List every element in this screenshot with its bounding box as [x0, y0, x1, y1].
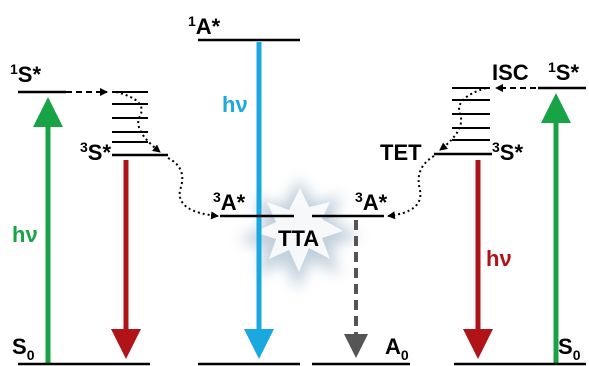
right-phosphorescence-label: hν	[486, 246, 512, 271]
center-emission-label: hν	[222, 92, 248, 117]
center-annihilator: 1A* hν 3A* 3A* TTA A0	[188, 13, 410, 366]
right-ground-label: S0	[558, 334, 581, 363]
right-isc-label: ISC	[492, 60, 529, 85]
right-triplet-label: 3S*	[492, 139, 523, 165]
right-tet-arrow	[387, 155, 435, 220]
right-relax-arrow	[439, 87, 487, 151]
right-sensitizer: 1S* ISC 3S* TET hν S0	[380, 59, 586, 366]
right-triplet-manifold	[452, 87, 490, 141]
center-ground-label: A0	[385, 334, 409, 363]
tta-cloud	[238, 178, 360, 290]
tet-label: TET	[380, 140, 422, 165]
left-sensitizer: 1S* 3S* hν S0	[10, 61, 168, 366]
left-relax-arrow	[115, 91, 161, 153]
right-singlet-label: 1S*	[548, 59, 579, 85]
left-triplet-label: 3S*	[80, 139, 111, 165]
center-left-triplet-label: 3A*	[213, 189, 246, 215]
left-tet-arrow	[167, 157, 219, 220]
left-triplet-manifold	[112, 91, 148, 143]
left-ground-label: S0	[12, 334, 35, 363]
left-singlet-label: 1S*	[10, 61, 41, 87]
center-singlet-label: 1A*	[188, 13, 221, 39]
left-absorption-label: hν	[12, 222, 38, 247]
tta-label: TTA	[278, 226, 319, 251]
center-right-triplet-label: 3A*	[355, 189, 388, 215]
